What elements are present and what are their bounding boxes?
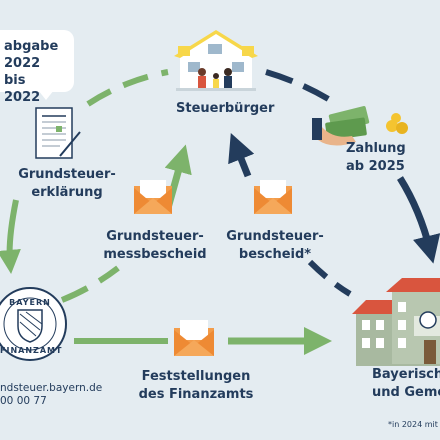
contact-website: ndsteuer.bayern.de [0, 382, 103, 394]
deadline-line-2: 2022 bis [4, 56, 41, 88]
finanzamt-seal-icon [0, 287, 67, 361]
label-grundsteuerbescheid: Grundsteuer- bescheid* [220, 228, 330, 264]
house-family-icon [174, 30, 258, 91]
label-messbescheid-line-2: messbescheid [103, 247, 207, 262]
label-steuerbuerger: Steuerbürger [176, 101, 275, 116]
label-zahlung-line-2: ab 2025 [346, 159, 405, 174]
flow-arrow-finanzamt-to-messbescheid [60, 265, 120, 303]
label-messbescheid-line-1: Grundsteuer- [106, 229, 204, 244]
label-zahlung-line-1: Zahlung [346, 141, 406, 156]
contact-info: ndsteuer.bayern.de 00 00 77 [0, 382, 103, 408]
envelope-bescheid-icon [254, 180, 292, 214]
envelope-feststellungen-icon [174, 320, 214, 356]
tax-form-icon [35, 107, 81, 159]
flow-arrow-buerger-to-zahlung [265, 69, 332, 103]
speech-bubble-tail [38, 90, 54, 100]
label-erklaerung-line-1: Grundsteuer- [18, 167, 116, 182]
flow-arrow-submission [86, 69, 169, 107]
flow-arrow-to-finanzamt [0, 199, 21, 274]
label-bescheid-line-2: bescheid* [238, 247, 312, 262]
payment-money-icon [312, 106, 408, 146]
deadline-speech-bubble [0, 30, 74, 92]
municipality-building-icon [352, 278, 440, 366]
envelope-messbescheid-icon [134, 180, 172, 214]
label-bescheid-line-1: Grundsteuer- [226, 229, 324, 244]
flow-arrow-zahlung-to-gemeinden [397, 176, 440, 264]
flow-arrow-bescheid-to-buerger [228, 133, 255, 178]
label-feststellungen-line-2: des Finanzamts [138, 387, 254, 402]
label-gemeinden-line-2: und Geme [372, 385, 440, 400]
footnote: *in 2024 mit [388, 420, 438, 429]
label-gemeinden-line-1: Bayerisch [372, 367, 440, 382]
deadline-text: abgabe 2022 bis 2022 [4, 38, 62, 106]
flow-arrow-gemeinden-to-bescheid [307, 259, 352, 297]
contact-phone: 00 00 77 [0, 395, 47, 407]
label-feststellungen: Feststellungen des Finanzamts [136, 368, 256, 404]
deadline-line-1: abgabe [4, 39, 59, 54]
label-zahlung: Zahlung ab 2025 [346, 140, 406, 176]
deadline-line-3: 2022 [4, 90, 41, 105]
label-grundsteuererklaerung: Grundsteuer- erklärung [12, 166, 122, 202]
label-feststellungen-line-1: Feststellungen [141, 369, 251, 384]
label-erklaerung-line-2: erklärung [31, 185, 103, 200]
seal-top-text: BAYERN [9, 298, 51, 307]
seal-bottom-text: FINANZAMT [0, 346, 63, 355]
label-grundsteuermessbescheid: Grundsteuer- messbescheid [100, 228, 210, 264]
label-gemeinden: Bayerisch und Geme [372, 366, 440, 402]
